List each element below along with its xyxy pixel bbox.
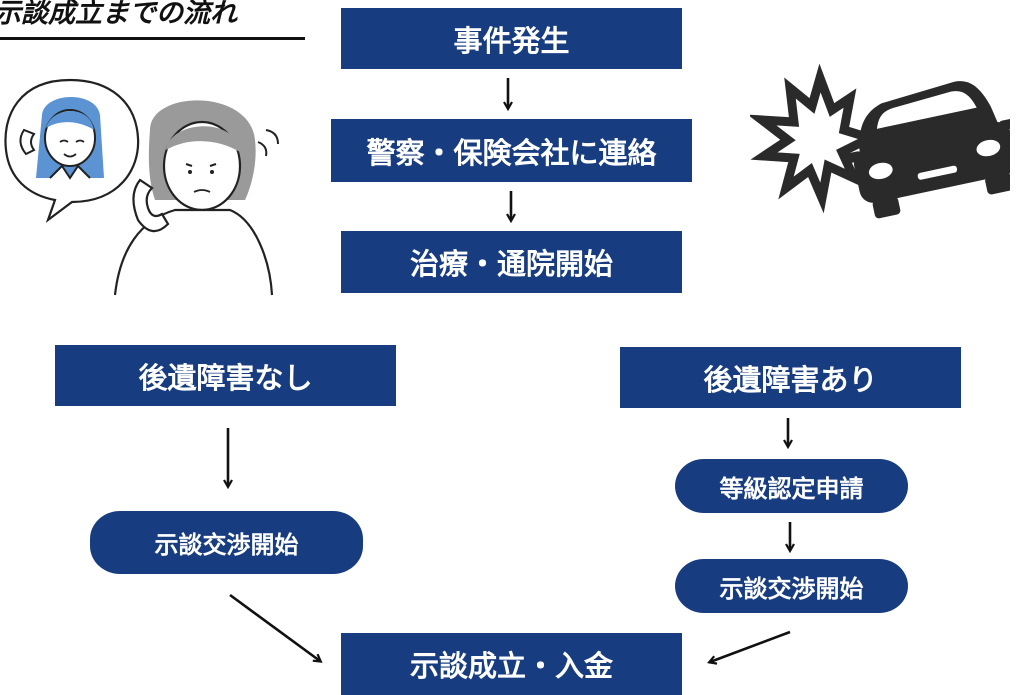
- page-title: 示談成立までの流れ: [0, 0, 237, 29]
- arrow-left-to-settlement: [229, 593, 320, 661]
- title-underline: [0, 37, 305, 40]
- step-with-disability: 後遺障害あり: [620, 347, 961, 408]
- step-negotiation-right: 示談交渉開始: [675, 559, 908, 613]
- step-grade-application: 等級認定申請: [675, 459, 908, 513]
- step-treatment-start: 治療・通院開始: [341, 231, 682, 293]
- step-settlement-payment: 示談成立・入金: [341, 633, 682, 695]
- step-contact-police-insurance: 警察・保険会社に連絡: [331, 119, 692, 182]
- phone-call-illustration: [4, 78, 279, 296]
- step-accident: 事件発生: [341, 8, 682, 69]
- step-no-disability: 後遺障害なし: [55, 345, 396, 406]
- step-negotiation-left: 示談交渉開始: [90, 511, 363, 574]
- arrow-right-to-settlement: [710, 630, 791, 662]
- car-crash-icon: [750, 63, 1010, 219]
